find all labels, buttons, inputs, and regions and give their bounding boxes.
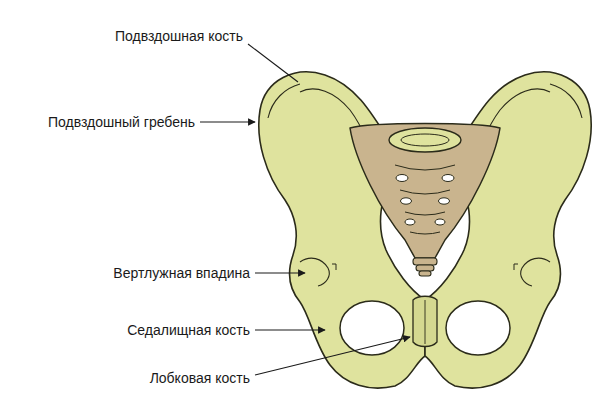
leader-line — [248, 44, 298, 82]
part-label: Седалищная кость — [127, 322, 250, 338]
leader-line — [255, 329, 325, 330]
part-label: Лобковая кость — [150, 370, 250, 386]
leader-line — [200, 121, 255, 122]
leader-line — [255, 337, 410, 375]
leader-line — [255, 272, 305, 273]
part-label: Подвздошная кость — [115, 28, 243, 44]
part-label: Вертлужная впадина — [113, 265, 250, 281]
part-label: Подвздошный гребень — [48, 114, 195, 130]
